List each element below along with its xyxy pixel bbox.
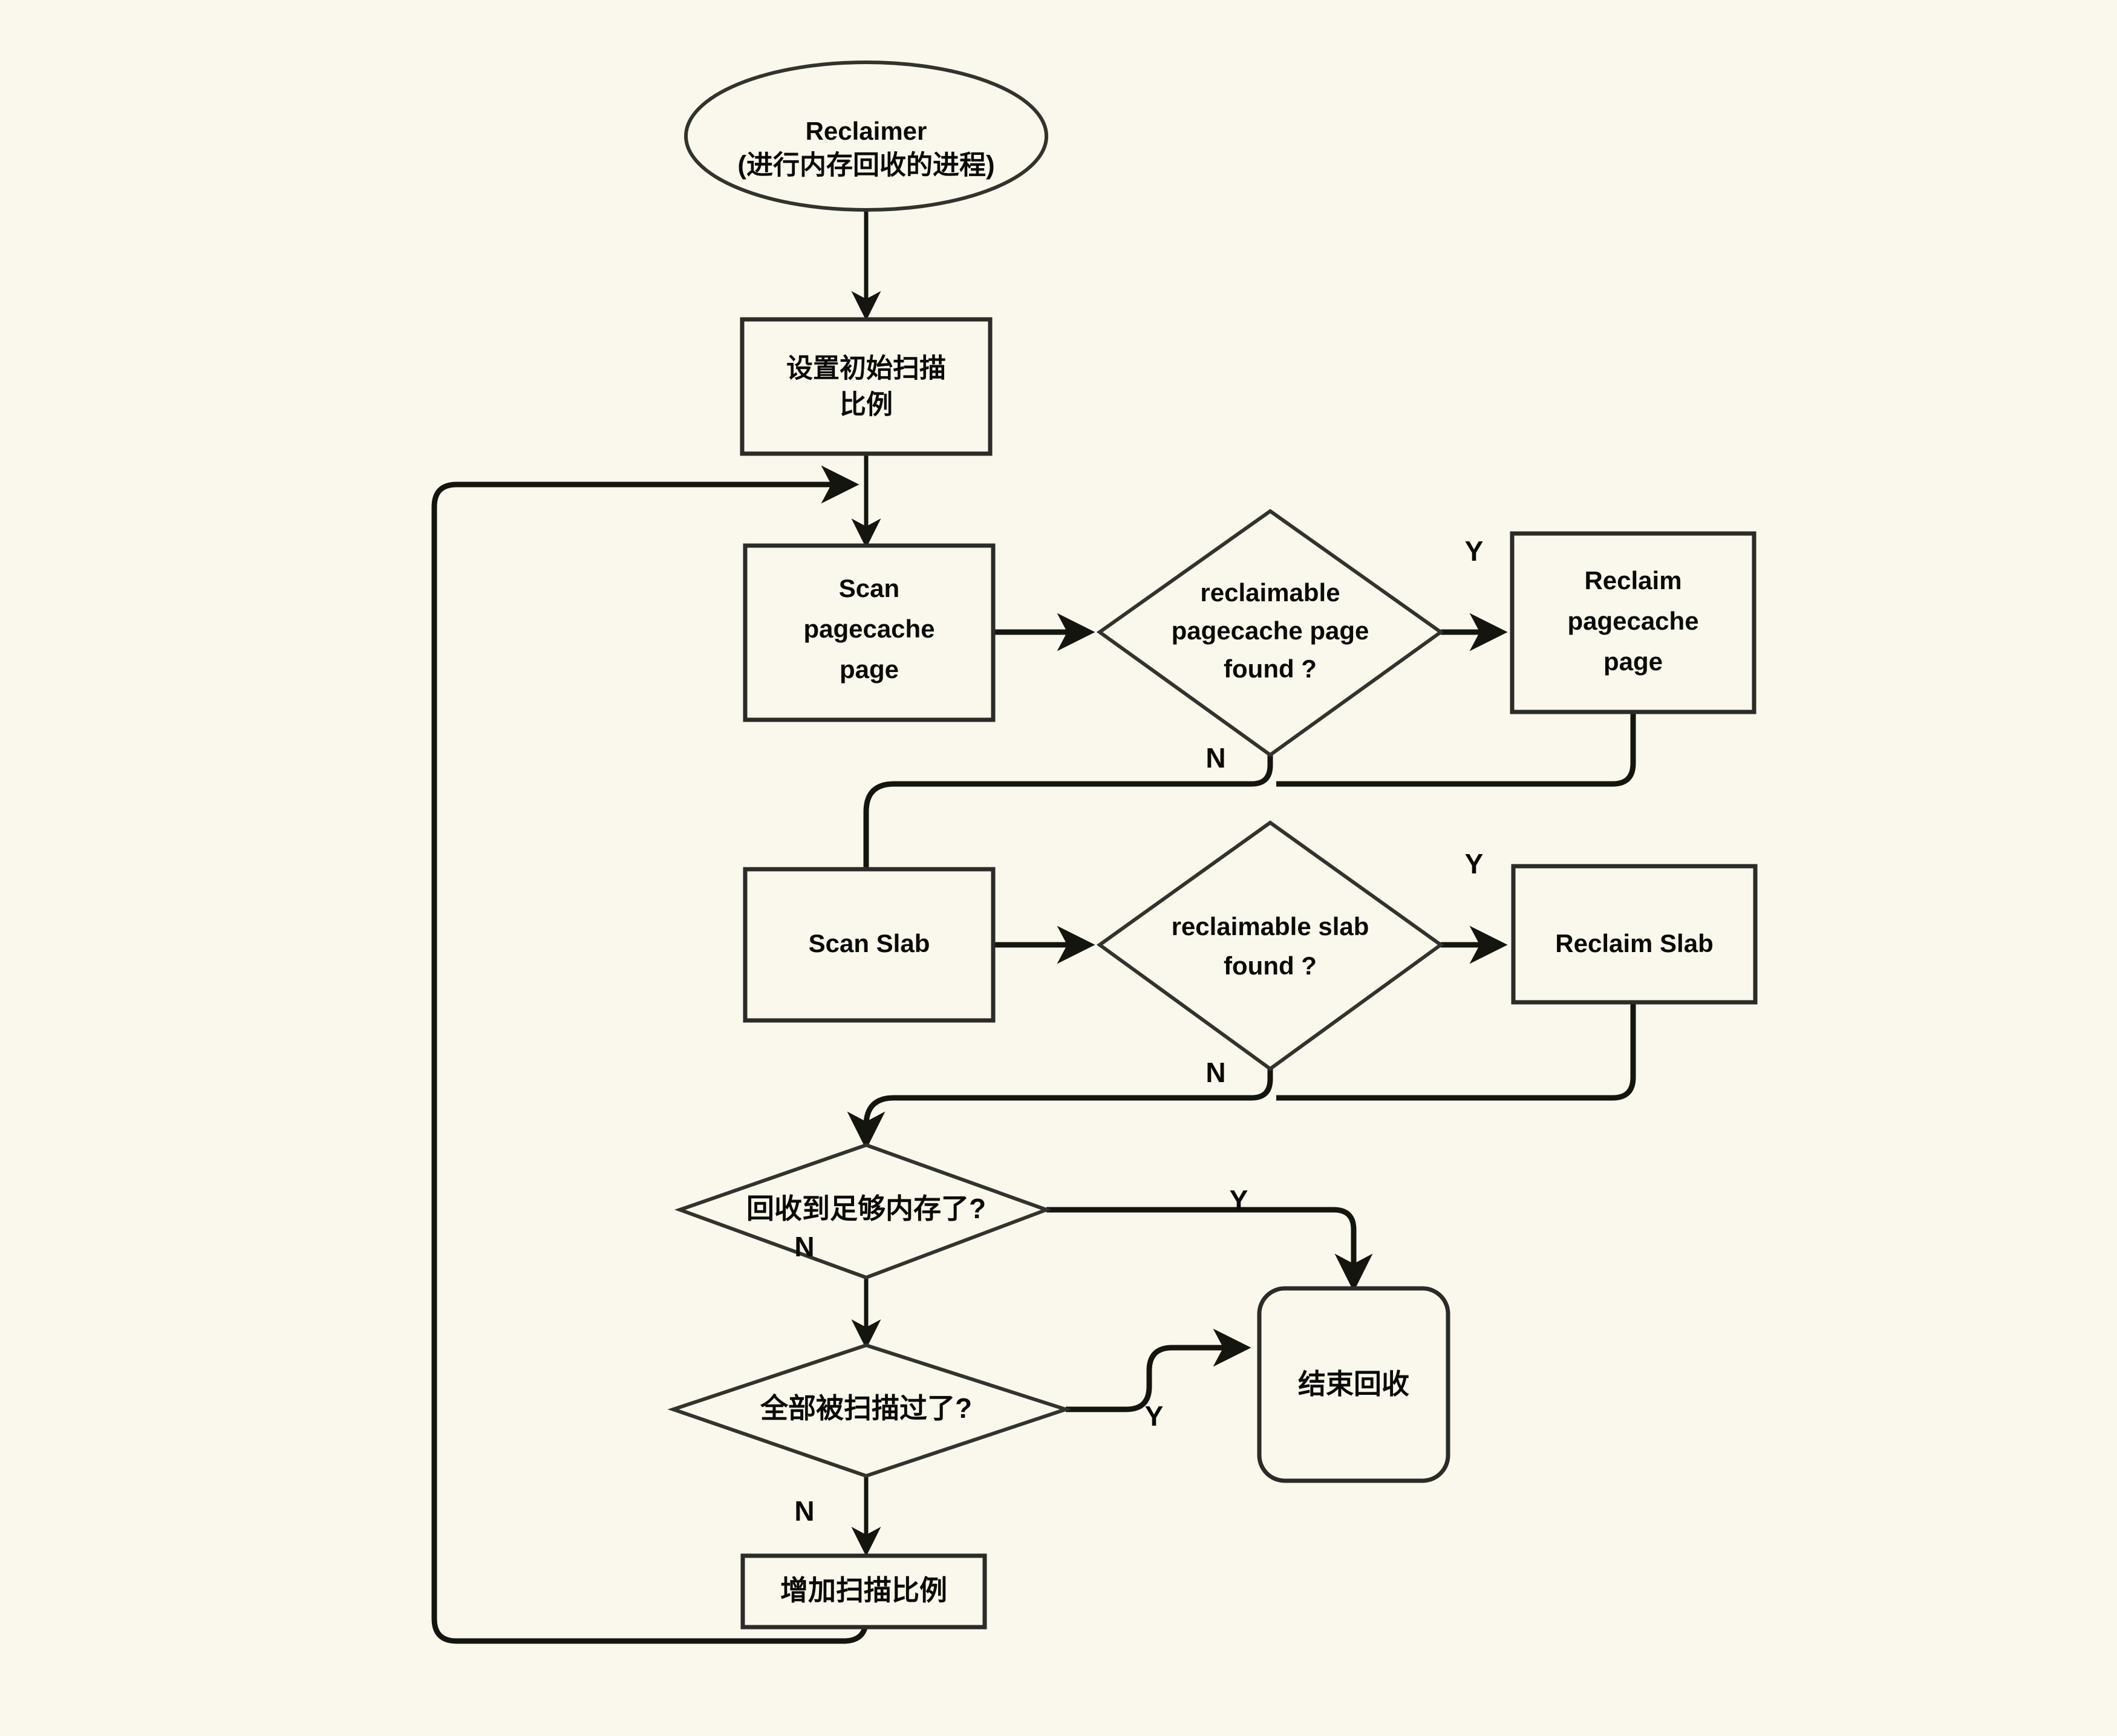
node-scan-slab: Scan Slab — [743, 867, 996, 1023]
edge-all-scanned-yes — [1066, 1328, 1251, 1412]
node-end-reclaim: 结束回收 — [1257, 1286, 1450, 1483]
edge-loopback-to-scan-pagecache — [431, 465, 869, 1644]
node-reclaim-pagecache-line2: pagecache — [1567, 607, 1698, 635]
edge-slab-found-no — [847, 1069, 1273, 1150]
node-reclaim-pagecache: Reclaim pagecache page — [1510, 531, 1757, 714]
node-reclaim-slab: Reclaim Slab — [1511, 864, 1758, 1005]
node-scan-pagecache-line3: page — [840, 655, 899, 684]
node-scan-pagecache: Scan pagecache page — [743, 543, 996, 722]
node-end-reclaim-line1: 结束回收 — [1298, 1368, 1409, 1400]
node-set-initial-ratio-line1: 设置初始扫描 — [786, 354, 946, 383]
edge-enough-memory-yes — [1046, 1207, 1373, 1292]
node-pagecache-found-line1: reclaimable — [1200, 578, 1340, 607]
node-enough-memory: 回收到足够内存了? — [674, 1143, 1052, 1280]
node-start-line1: Reclaimer — [806, 117, 927, 145]
node-scan-pagecache-line2: pagecache — [803, 615, 935, 643]
node-pagecache-found: reclaimable pagecache page found ? — [1096, 509, 1444, 757]
node-slab-found-line2: found ? — [1224, 951, 1317, 980]
node-all-scanned-line1: 全部被扫描过了? — [760, 1392, 972, 1424]
node-slab-found: reclaimable slab found ? — [1096, 820, 1444, 1071]
node-set-initial-ratio: 设置初始扫描 比例 — [740, 317, 993, 456]
node-slab-found-line1: reclaimable slab — [1172, 912, 1369, 941]
edge-label-slab-no: N — [1205, 1057, 1225, 1088]
node-start-line2: (进行内存回收的进程) — [737, 151, 994, 180]
node-set-initial-ratio-line2: 比例 — [840, 390, 893, 420]
node-all-scanned: 全部被扫描过了? — [667, 1343, 1072, 1478]
node-increase-ratio-line1: 增加扫描比例 — [780, 1574, 947, 1606]
node-reclaim-pagecache-line3: page — [1603, 647, 1663, 676]
edge-reclaim-slab-to-enough-memory — [1276, 1001, 1636, 1101]
edge-label-pagecache-no: N — [1205, 742, 1225, 774]
node-scan-pagecache-line1: Scan — [839, 574, 899, 602]
node-reclaim-slab-line1: Reclaim Slab — [1555, 929, 1713, 958]
node-reclaim-pagecache-line1: Reclaim — [1584, 566, 1682, 595]
edge-label-enough-no: N — [794, 1231, 814, 1262]
edge-label-pagecache-yes: Y — [1465, 535, 1484, 567]
node-increase-ratio: 增加扫描比例 — [740, 1553, 987, 1630]
node-pagecache-found-line2: pagecache page — [1172, 616, 1369, 645]
edge-label-enough-yes: Y — [1230, 1184, 1248, 1216]
node-enough-memory-line1: 回收到足够内存了? — [746, 1193, 986, 1224]
node-pagecache-found-line3: found ? — [1224, 654, 1317, 683]
node-start: Reclaimer (进行内存回收的进程) — [684, 60, 1048, 212]
edge-reclaim-pagecache-to-scan-slab — [1276, 713, 1636, 787]
edge-label-all-scanned-no: N — [794, 1495, 814, 1527]
edge-label-slab-yes: Y — [1465, 848, 1484, 879]
node-scan-slab-line1: Scan Slab — [809, 929, 930, 958]
edge-pagecache-found-no — [847, 755, 1273, 911]
edge-label-all-scanned-yes: Y — [1145, 1400, 1164, 1432]
